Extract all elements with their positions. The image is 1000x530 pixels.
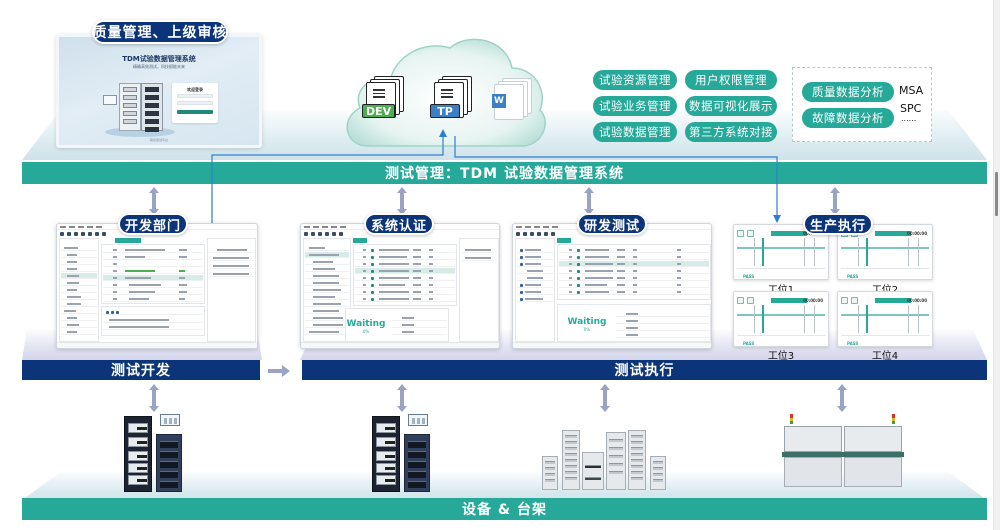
station-3-label: 工位3 [767, 351, 795, 362]
feature-data-visualization: 数据可视化展示 [685, 96, 777, 116]
equipment-bar: 设备 & 台架 [22, 498, 987, 520]
cloud-to-production-connector [454, 136, 778, 216]
double-arrow-icon [397, 187, 407, 215]
rd-testing-badge: 研发测试 [577, 213, 647, 235]
scrollbar-thumb[interactable] [995, 172, 998, 216]
analysis-box: 质量数据分析 故障数据分析 MSA SPC ...... [792, 67, 932, 142]
pedestal [105, 127, 175, 137]
password-field [177, 101, 213, 105]
arrow-down-icon [773, 215, 781, 223]
tree-panel [515, 238, 555, 342]
arrow-up-icon [439, 129, 447, 137]
word-document-stack-icon: W [492, 78, 536, 124]
feature-business-management: 试验业务管理 [593, 96, 677, 116]
double-arrow-icon [837, 384, 847, 412]
data-flow-connectors [211, 129, 781, 228]
word-badge: W [492, 94, 506, 108]
tp-label: TP [430, 104, 460, 118]
tree-panel [303, 238, 351, 342]
login-button [177, 110, 213, 114]
battery-test-cabinets [542, 428, 668, 490]
properties-panel [459, 238, 499, 342]
msa-label: MSA [899, 84, 924, 97]
double-arrow-icon [584, 187, 594, 215]
double-arrow-icon [149, 187, 159, 215]
login-footer: 联合测试平台 [149, 138, 168, 142]
tp-document-stack-icon: TP [430, 76, 474, 122]
login-subtitle: 精确高效测试，科技赋能未来 [133, 64, 185, 69]
login-card: 欢迎登录 [172, 83, 218, 123]
tdm-system-bar: 测试管理：TDM 试验数据管理系统 [22, 162, 987, 184]
test-benches [782, 414, 904, 490]
feature-user-permissions: 用户权限管理 [685, 70, 777, 90]
page-scrollbar[interactable] [993, 0, 1000, 530]
double-arrow-icon [149, 384, 159, 412]
dev-department-badge: 开发部门 [118, 213, 188, 235]
station-1-label: 工位1 [751, 281, 811, 296]
quality-management-badge: 质量管理、上级审核 [92, 20, 228, 44]
double-arrow-icon [830, 187, 840, 215]
production-execution-badge: 生产执行 [803, 213, 873, 235]
rack-icon [141, 83, 163, 132]
fault-data-analysis: 故障数据分析 [802, 108, 894, 128]
feature-resource-management: 试验资源管理 [593, 70, 677, 90]
username-field [177, 94, 213, 98]
right-arrow-icon [268, 365, 290, 377]
quality-data-analysis: 质量数据分析 [802, 82, 894, 102]
feature-third-party-integration: 第三方系统对接 [685, 122, 777, 142]
feature-data-management: 试验数据管理 [593, 122, 677, 142]
more-label: ...... [901, 114, 917, 123]
variables-table [101, 306, 205, 336]
station-2-label: 工位2 [855, 281, 915, 296]
login-screenshot: TDM试验数据管理系统 精确高效测试，科技赋能未来 欢迎登录 联合测试平台 [56, 34, 262, 148]
monitor-icon [103, 95, 117, 105]
dev-to-cloud-connector [211, 136, 444, 228]
rack-icon [119, 83, 141, 131]
dev-document-stack-icon: DEV [362, 76, 406, 122]
test-development-bar: 测试开发 [22, 360, 260, 380]
cloud: DEV TP W [338, 30, 550, 148]
station-4-label: 工位4 [871, 351, 899, 362]
station-4-window: 00:00:00 PASS [837, 291, 933, 347]
spc-label: SPC [900, 102, 922, 115]
steps-table [353, 244, 457, 306]
dev-label: DEV [362, 104, 396, 118]
test-rack-set-2 [372, 414, 432, 494]
properties-panel [207, 238, 256, 342]
test-rack-set-1 [124, 414, 184, 494]
station-2-window: 00:00:00 PASS [837, 224, 933, 280]
double-arrow-icon [600, 384, 610, 412]
test-execution-bar: 测试执行 [302, 360, 987, 380]
station-3-window: 00:00:00 PASS [733, 291, 829, 347]
double-arrow-icon [397, 384, 407, 412]
steps-table [101, 244, 205, 304]
system-certification-badge: 系统认证 [364, 213, 434, 235]
login-system-title: TDM试验数据管理系统 [122, 55, 196, 63]
dev-department-window [56, 223, 258, 349]
tree-panel [59, 238, 99, 342]
steps-table [557, 244, 711, 300]
login-card-title: 欢迎登录 [187, 87, 203, 92]
